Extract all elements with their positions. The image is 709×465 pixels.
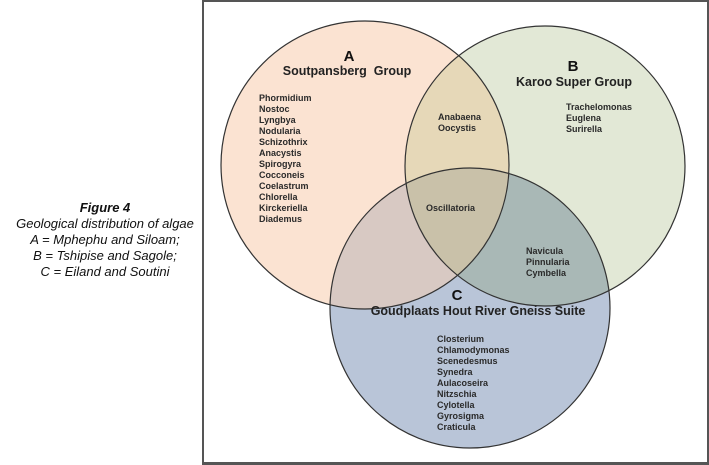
species-label: Cocconeis — [259, 170, 305, 180]
species-label: Anacystis — [259, 148, 302, 158]
species-label: Scenedesmus — [437, 356, 498, 366]
species-label: Cymbella — [526, 268, 567, 278]
species-label: Nodularia — [259, 126, 302, 136]
figure-title: Figure 4 — [79, 200, 131, 215]
species-label: Spirogyra — [259, 159, 302, 169]
region-a-only-list: PhormidiumNostocLyngbyaNodulariaSchizoth… — [259, 93, 312, 224]
species-label: Trachelomonas — [566, 102, 632, 112]
circle-a-outline — [220, 20, 510, 310]
species-label: Surirella — [566, 124, 603, 134]
species-label: Navicula — [526, 246, 564, 256]
caption-line: C = Eiland and Soutini — [40, 264, 170, 279]
species-label: Phormidium — [259, 93, 312, 103]
set-a-name: Soutpansberg Group — [283, 64, 412, 78]
species-label: Lyngbya — [259, 115, 297, 125]
set-c-name: Goudplaats Hout River Gneiss Suite — [371, 304, 586, 318]
species-label: Oocystis — [438, 123, 476, 133]
species-label: Oscillatoria — [426, 203, 476, 213]
species-label: Nitzschia — [437, 389, 478, 399]
species-label: Diademus — [259, 214, 302, 224]
species-label: Schizothrix — [259, 137, 308, 147]
species-label: Cylotella — [437, 400, 476, 410]
species-label: Anabaena — [438, 112, 482, 122]
species-label: Closterium — [437, 334, 484, 344]
circle-b-outline — [404, 25, 686, 307]
species-label: Chlamodymonas — [437, 345, 510, 355]
species-label: Synedra — [437, 367, 474, 377]
caption-line: A = Mphephu and Siloam; — [30, 232, 180, 247]
region-abc-list: Oscillatoria — [426, 203, 476, 213]
species-label: Aulacoseira — [437, 378, 489, 388]
species-label: Kirckeriella — [259, 203, 309, 213]
set-c-letter: C — [452, 287, 463, 304]
species-label: Pinnularia — [526, 257, 571, 267]
species-label: Coelastrum — [259, 181, 309, 191]
species-label: Gyrosigma — [437, 411, 485, 421]
circle-c-outline — [329, 167, 611, 449]
region-bc — [405, 168, 610, 306]
set-a-letter: A — [344, 48, 355, 65]
species-label: Euglena — [566, 113, 602, 123]
figure-caption: Figure 4 Geological distribution of alga… — [0, 200, 210, 280]
set-b-letter: B — [568, 58, 579, 75]
caption-line: B = Tshipise and Sagole; — [33, 248, 177, 263]
species-label: Chlorella — [259, 192, 299, 202]
species-label: Craticula — [437, 422, 477, 432]
species-label: Nostoc — [259, 104, 290, 114]
caption-line: Geological distribution of algae — [16, 216, 194, 231]
set-b-name: Karoo Super Group — [516, 75, 632, 89]
region-c-only-list: ClosteriumChlamodymonasScenedesmusSynedr… — [437, 334, 510, 432]
